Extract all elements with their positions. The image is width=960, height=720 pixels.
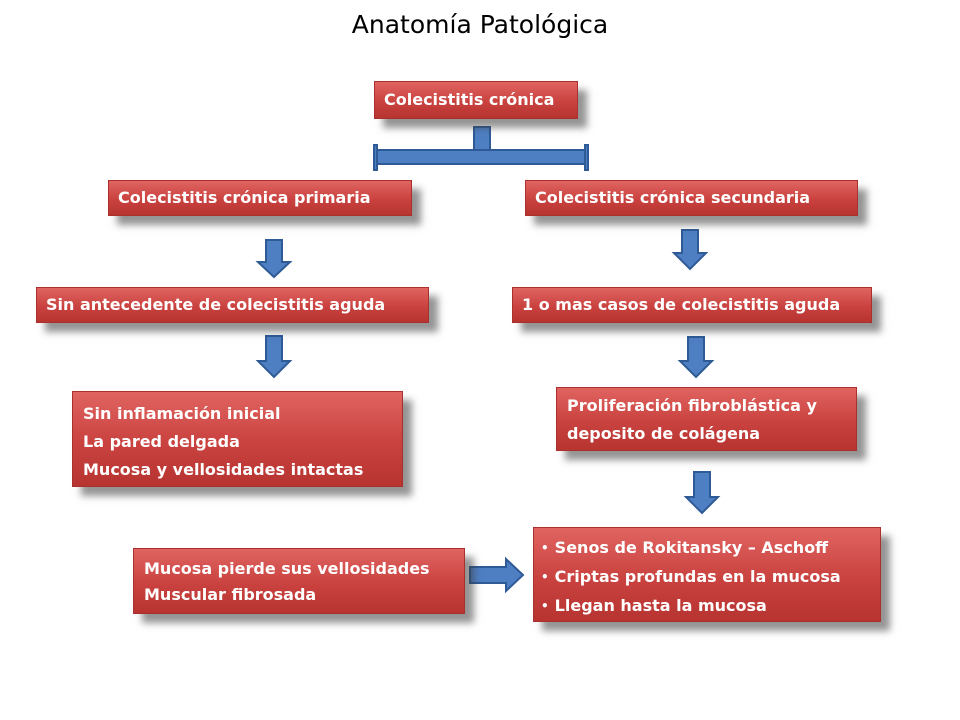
node-secundaria: Colecistitis crónica secundaria bbox=[525, 180, 858, 216]
list-item: Llegan hasta la mucosa bbox=[541, 592, 873, 621]
node-sin-inflamacion: Sin inflamación inicial La pared delgada… bbox=[72, 391, 403, 487]
node-line: Muscular fibrosada bbox=[144, 585, 317, 604]
node-mucosa: Mucosa pierde sus vellosidades Muscular … bbox=[133, 548, 465, 614]
node-label: 1 o mas casos de colecistitis aguda bbox=[522, 295, 841, 314]
node-colecistitis-cronica: Colecistitis crónica bbox=[374, 81, 578, 119]
node-proliferacion: Proliferación fibroblástica y deposito d… bbox=[556, 387, 857, 451]
node-sin-antecedente: Sin antecedente de colecistitis aguda bbox=[36, 287, 429, 323]
node-line: Proliferación fibroblástica y bbox=[567, 396, 817, 415]
node-line: Sin inflamación inicial bbox=[83, 404, 281, 423]
node-label: Sin antecedente de colecistitis aguda bbox=[46, 295, 386, 314]
down-arrow-icon bbox=[671, 229, 709, 271]
node-line: Mucosa pierde sus vellosidades bbox=[144, 559, 430, 578]
node-line: La pared delgada bbox=[83, 432, 240, 451]
senos-list: Senos de Rokitansky – Aschoff Criptas pr… bbox=[541, 534, 873, 621]
list-item: Senos de Rokitansky – Aschoff bbox=[541, 534, 873, 563]
node-label: Colecistitis crónica secundaria bbox=[535, 188, 811, 207]
right-arrow-icon bbox=[469, 556, 525, 594]
node-line: Mucosa y vellosidades intactas bbox=[83, 460, 364, 479]
node-primaria: Colecistitis crónica primaria bbox=[108, 180, 412, 216]
down-arrow-icon bbox=[683, 471, 721, 515]
down-arrow-icon bbox=[255, 239, 293, 279]
branch-bracket bbox=[373, 126, 589, 171]
node-senos: Senos de Rokitansky – Aschoff Criptas pr… bbox=[533, 527, 881, 622]
down-arrow-icon bbox=[255, 335, 293, 379]
down-arrow-icon bbox=[677, 336, 715, 379]
list-item: Criptas profundas en la mucosa bbox=[541, 563, 873, 592]
node-label: Colecistitis crónica primaria bbox=[118, 188, 371, 207]
node-line: deposito de colágena bbox=[567, 424, 761, 443]
node-label: Colecistitis crónica bbox=[384, 90, 555, 109]
page-title: Anatomía Patológica bbox=[351, 10, 609, 39]
node-casos-aguda: 1 o mas casos de colecistitis aguda bbox=[512, 287, 872, 323]
